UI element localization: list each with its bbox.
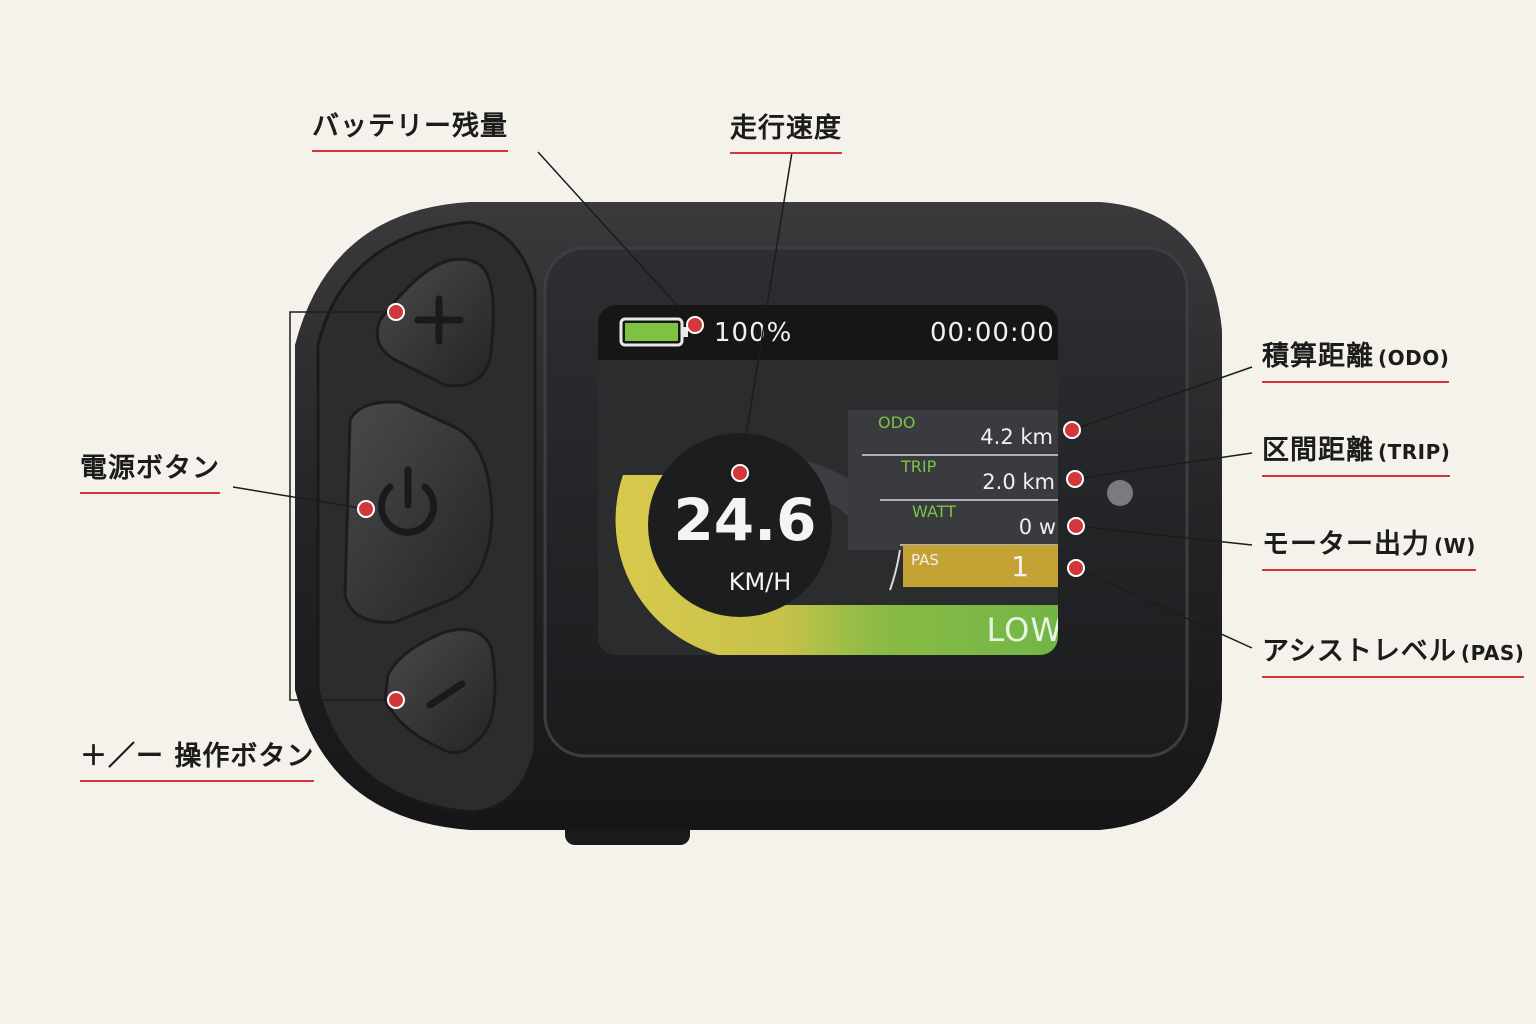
- trip-timer: 00:00:00: [930, 318, 1055, 348]
- lcd-screen: 100% 00:00:00 24.6 KM/H ODO 4.2 km TRIP …: [598, 305, 1063, 655]
- callout-odo-label: 積算距離: [1262, 341, 1374, 372]
- battery-fill: [625, 323, 678, 341]
- battery-percent: 100%: [714, 318, 792, 348]
- callout-speed: 走行速度: [730, 112, 842, 154]
- data-row: TRIP 2.0 km: [900, 457, 1055, 494]
- pas-value: 1: [1011, 550, 1029, 583]
- trip-value: 2.0 km: [982, 470, 1055, 494]
- light-sensor: [1107, 480, 1133, 506]
- minus-icon: [426, 680, 466, 709]
- minus-button[interactable]: [383, 627, 497, 754]
- callout-odo: 積算距離(ODO): [1262, 340, 1450, 383]
- battery-icon: [619, 317, 688, 347]
- callout-odo-code: (ODO): [1378, 346, 1450, 370]
- odo-value: 4.2 km: [980, 425, 1053, 449]
- callout-pas: アシストレベル(PAS): [1262, 635, 1525, 678]
- plus-button[interactable]: [375, 257, 495, 388]
- watt-value: 0 w: [1019, 515, 1056, 539]
- trip-label: TRIP: [900, 457, 937, 476]
- pas-label: PAS: [911, 551, 939, 569]
- callout-plus-minus-buttons: ＋／ー 操作ボタン: [80, 740, 315, 782]
- callout-pas-code: (PAS): [1460, 641, 1525, 665]
- callout-battery: バッテリー残量: [312, 110, 508, 152]
- callout-dots: [357, 303, 1085, 709]
- speed-value: 24.6: [673, 486, 816, 554]
- odo-label: ODO: [878, 413, 916, 432]
- watt-label: WATT: [912, 502, 956, 521]
- assist-mode: LOW: [986, 611, 1063, 649]
- pas-row-highlight: [903, 545, 1058, 587]
- speed-unit: KM/H: [729, 568, 792, 596]
- data-row: PAS 1: [911, 550, 1029, 583]
- power-icon: [378, 466, 437, 536]
- plus-icon: [414, 295, 464, 345]
- callout-watt-code: (W): [1434, 534, 1476, 558]
- callout-pas-label: アシストレベル: [1262, 636, 1457, 667]
- callout-power-button: 電源ボタン: [80, 452, 220, 494]
- callout-trip-code: (TRIP): [1378, 440, 1451, 464]
- power-button[interactable]: [343, 400, 494, 624]
- leader-lines: [232, 151, 1253, 701]
- callout-trip: 区間距離(TRIP): [1262, 434, 1451, 477]
- data-row: ODO 4.2 km: [878, 413, 1053, 449]
- gauge-center: [648, 433, 832, 617]
- data-panel: [848, 410, 1058, 550]
- data-row: WATT 0 w: [912, 502, 1056, 539]
- callout-trip-label: 区間距離: [1262, 435, 1374, 466]
- callout-watt-label: モーター出力: [1262, 529, 1430, 560]
- callout-watt: モーター出力(W): [1262, 528, 1476, 571]
